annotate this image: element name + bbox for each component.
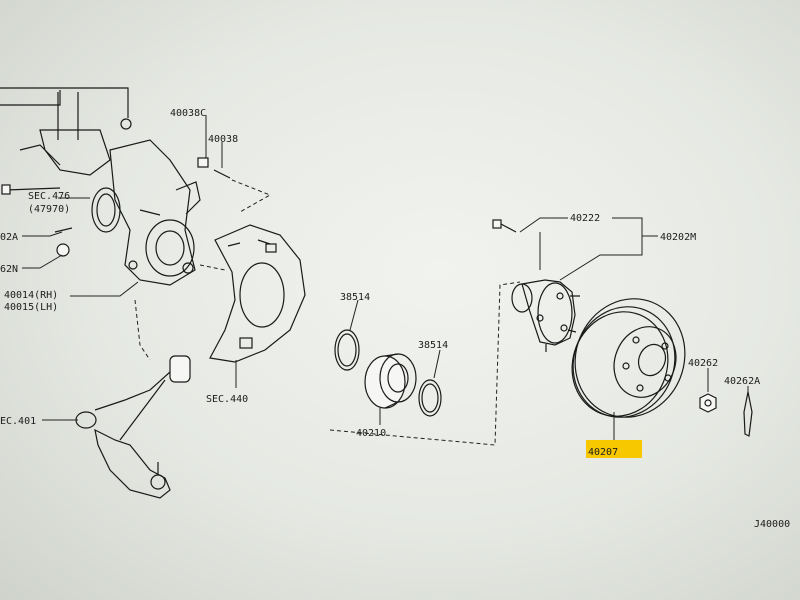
label-40207: 40207 [588,447,618,458]
nut-62n [54,227,73,257]
label-sec440: SEC.440 [206,394,248,405]
label-sec476: SEC.476 [28,191,70,202]
label-40038c: 40038C [170,108,206,119]
label-40210: 40210 [356,428,386,439]
brake-rotor [571,298,686,418]
label-38514-a: 38514 [340,292,370,303]
bolt-40038c-icon [197,157,209,168]
label-62n: 62N [0,264,18,275]
abs-sensor-ring [91,187,121,233]
label-40222: 40222 [570,213,600,224]
label-02a: 02A [0,232,18,243]
label-40262a: 40262A [724,376,760,387]
label-40015: 40015(LH) [4,302,58,313]
label-40038: 40038 [208,134,238,145]
splash-shield [209,224,306,363]
bolt-40038-icon [213,169,231,179]
strut-nut-icon [120,118,132,130]
circlip-1 [334,329,360,371]
nut-40262-icon [699,393,717,413]
circlip-2 [418,379,442,417]
lower-control-arm [75,355,191,499]
label-47970: (47970) [28,204,70,215]
highlight-box [586,440,642,458]
hub-bolt-40222 [492,219,517,233]
label-sec401: EC.401 [0,416,36,427]
label-38514-b: 38514 [418,340,448,351]
cotter-pin-40262a-icon [743,391,753,437]
label-40262: 40262 [688,358,718,369]
bolt-small-left [1,184,61,195]
wheel-bearing [364,353,417,409]
steering-knuckle [109,139,201,286]
label-40014: 40014(RH) [4,290,58,301]
wheel-hub [511,279,580,352]
label-40202m: 40202M [660,232,696,243]
page-code: J40000 [754,519,790,530]
